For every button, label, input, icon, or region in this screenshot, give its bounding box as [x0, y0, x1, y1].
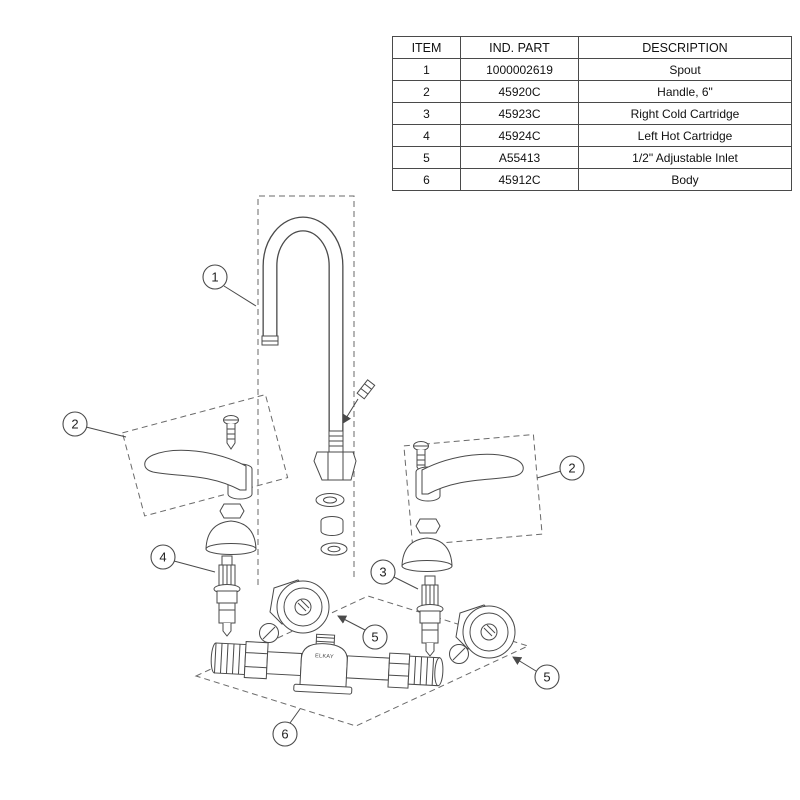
left-bonnet-nut — [219, 503, 245, 519]
right-inlet — [449, 604, 516, 664]
cell-description: Left Hot Cartridge — [578, 124, 792, 147]
cell-part: A55413 — [460, 146, 579, 169]
right-handle-assembly — [401, 441, 524, 572]
callout-3-number: 3 — [379, 565, 386, 580]
left-inlet — [259, 579, 330, 643]
cell-description: Handle, 6" — [578, 80, 792, 103]
cell-part: 1000002619 — [460, 58, 579, 81]
table-row: 5 A55413 1/2" Adjustable Inlet — [392, 146, 792, 169]
callout-3: 3 — [370, 559, 419, 590]
callout-5-right-number: 5 — [543, 670, 550, 685]
cell-description: Body — [578, 168, 792, 191]
callout-4-number: 4 — [159, 550, 166, 565]
washer-stack — [315, 493, 348, 556]
cell-part: 45923C — [460, 102, 579, 125]
cell-item: 5 — [392, 146, 461, 169]
right-bonnet-nut — [415, 518, 441, 534]
left-handle-lever — [144, 449, 253, 500]
table-row: 6 45912C Body — [392, 168, 792, 191]
spout-dashed-box — [257, 195, 355, 585]
callout-2-right: 2 — [536, 455, 585, 481]
left-handle-assembly — [144, 415, 257, 555]
header-item: ITEM — [392, 36, 461, 59]
callout-4: 4 — [150, 544, 216, 573]
cell-item: 2 — [392, 80, 461, 103]
right-handle-lever — [415, 453, 524, 502]
table-row: 1 1000002619 Spout — [392, 58, 792, 81]
cell-item: 1 — [392, 58, 461, 81]
cell-part: 45912C — [460, 168, 579, 191]
callout-2-right-number: 2 — [568, 461, 575, 476]
cell-item: 6 — [392, 168, 461, 191]
cell-description: 1/2" Adjustable Inlet — [578, 146, 792, 169]
cell-item: 4 — [392, 124, 461, 147]
hot-cartridge — [213, 555, 241, 637]
dashed-boxes — [121, 195, 543, 727]
left-handle-screw — [223, 415, 239, 450]
callout-2-left-number: 2 — [71, 417, 78, 432]
cell-part: 45924C — [460, 124, 579, 147]
callout-2-left: 2 — [62, 411, 127, 438]
callout-6-leader — [289, 708, 301, 724]
right-handle-dashed-box — [403, 433, 543, 547]
cell-description: Spout — [578, 58, 792, 81]
callout-5-right-leader — [512, 656, 537, 672]
callout-2-right-leader — [536, 470, 562, 479]
callout-1: 1 — [202, 264, 257, 307]
table-row: 3 45923C Right Cold Cartridge — [392, 102, 792, 125]
callout-3-leader — [393, 576, 419, 590]
left-handle-dashed-box — [121, 393, 289, 517]
callout-1-leader — [223, 285, 257, 307]
callout-5-center-leader — [337, 615, 366, 631]
callout-5-center-number: 5 — [371, 630, 378, 645]
callout-6-number: 6 — [281, 727, 288, 742]
spout-coupling-nut — [313, 451, 357, 481]
header-ind-part: IND. PART — [460, 36, 579, 59]
aerator-leader-line — [342, 398, 359, 424]
table-row: 4 45924C Left Hot Cartridge — [392, 124, 792, 147]
callout-6: 6 — [272, 708, 301, 747]
body-dashed-box — [194, 595, 530, 727]
callout-1-number: 1 — [211, 270, 218, 285]
callout-5-center: 5 — [337, 615, 388, 650]
header-description: DESCRIPTION — [578, 36, 792, 59]
cell-part: 45920C — [460, 80, 579, 103]
table-header-row: ITEM IND. PART DESCRIPTION — [392, 36, 792, 59]
right-dome-cap — [401, 537, 453, 572]
cell-description: Right Cold Cartridge — [578, 102, 792, 125]
cold-cartridge — [416, 575, 444, 657]
callout-5-right: 5 — [512, 656, 560, 690]
callout-2-left-leader — [85, 426, 127, 438]
cell-item: 3 — [392, 102, 461, 125]
brand-label: ELKAY — [315, 653, 334, 660]
table-row: 2 45920C Handle, 6" — [392, 80, 792, 103]
left-dome-cap — [205, 520, 257, 555]
aerator-detail — [356, 379, 376, 400]
spout-assembly — [261, 216, 376, 556]
faucet-body: ELKAY — [210, 633, 444, 695]
parts-table: ITEM IND. PART DESCRIPTION 1 1000002619 … — [392, 36, 792, 191]
callout-4-leader — [173, 560, 216, 573]
